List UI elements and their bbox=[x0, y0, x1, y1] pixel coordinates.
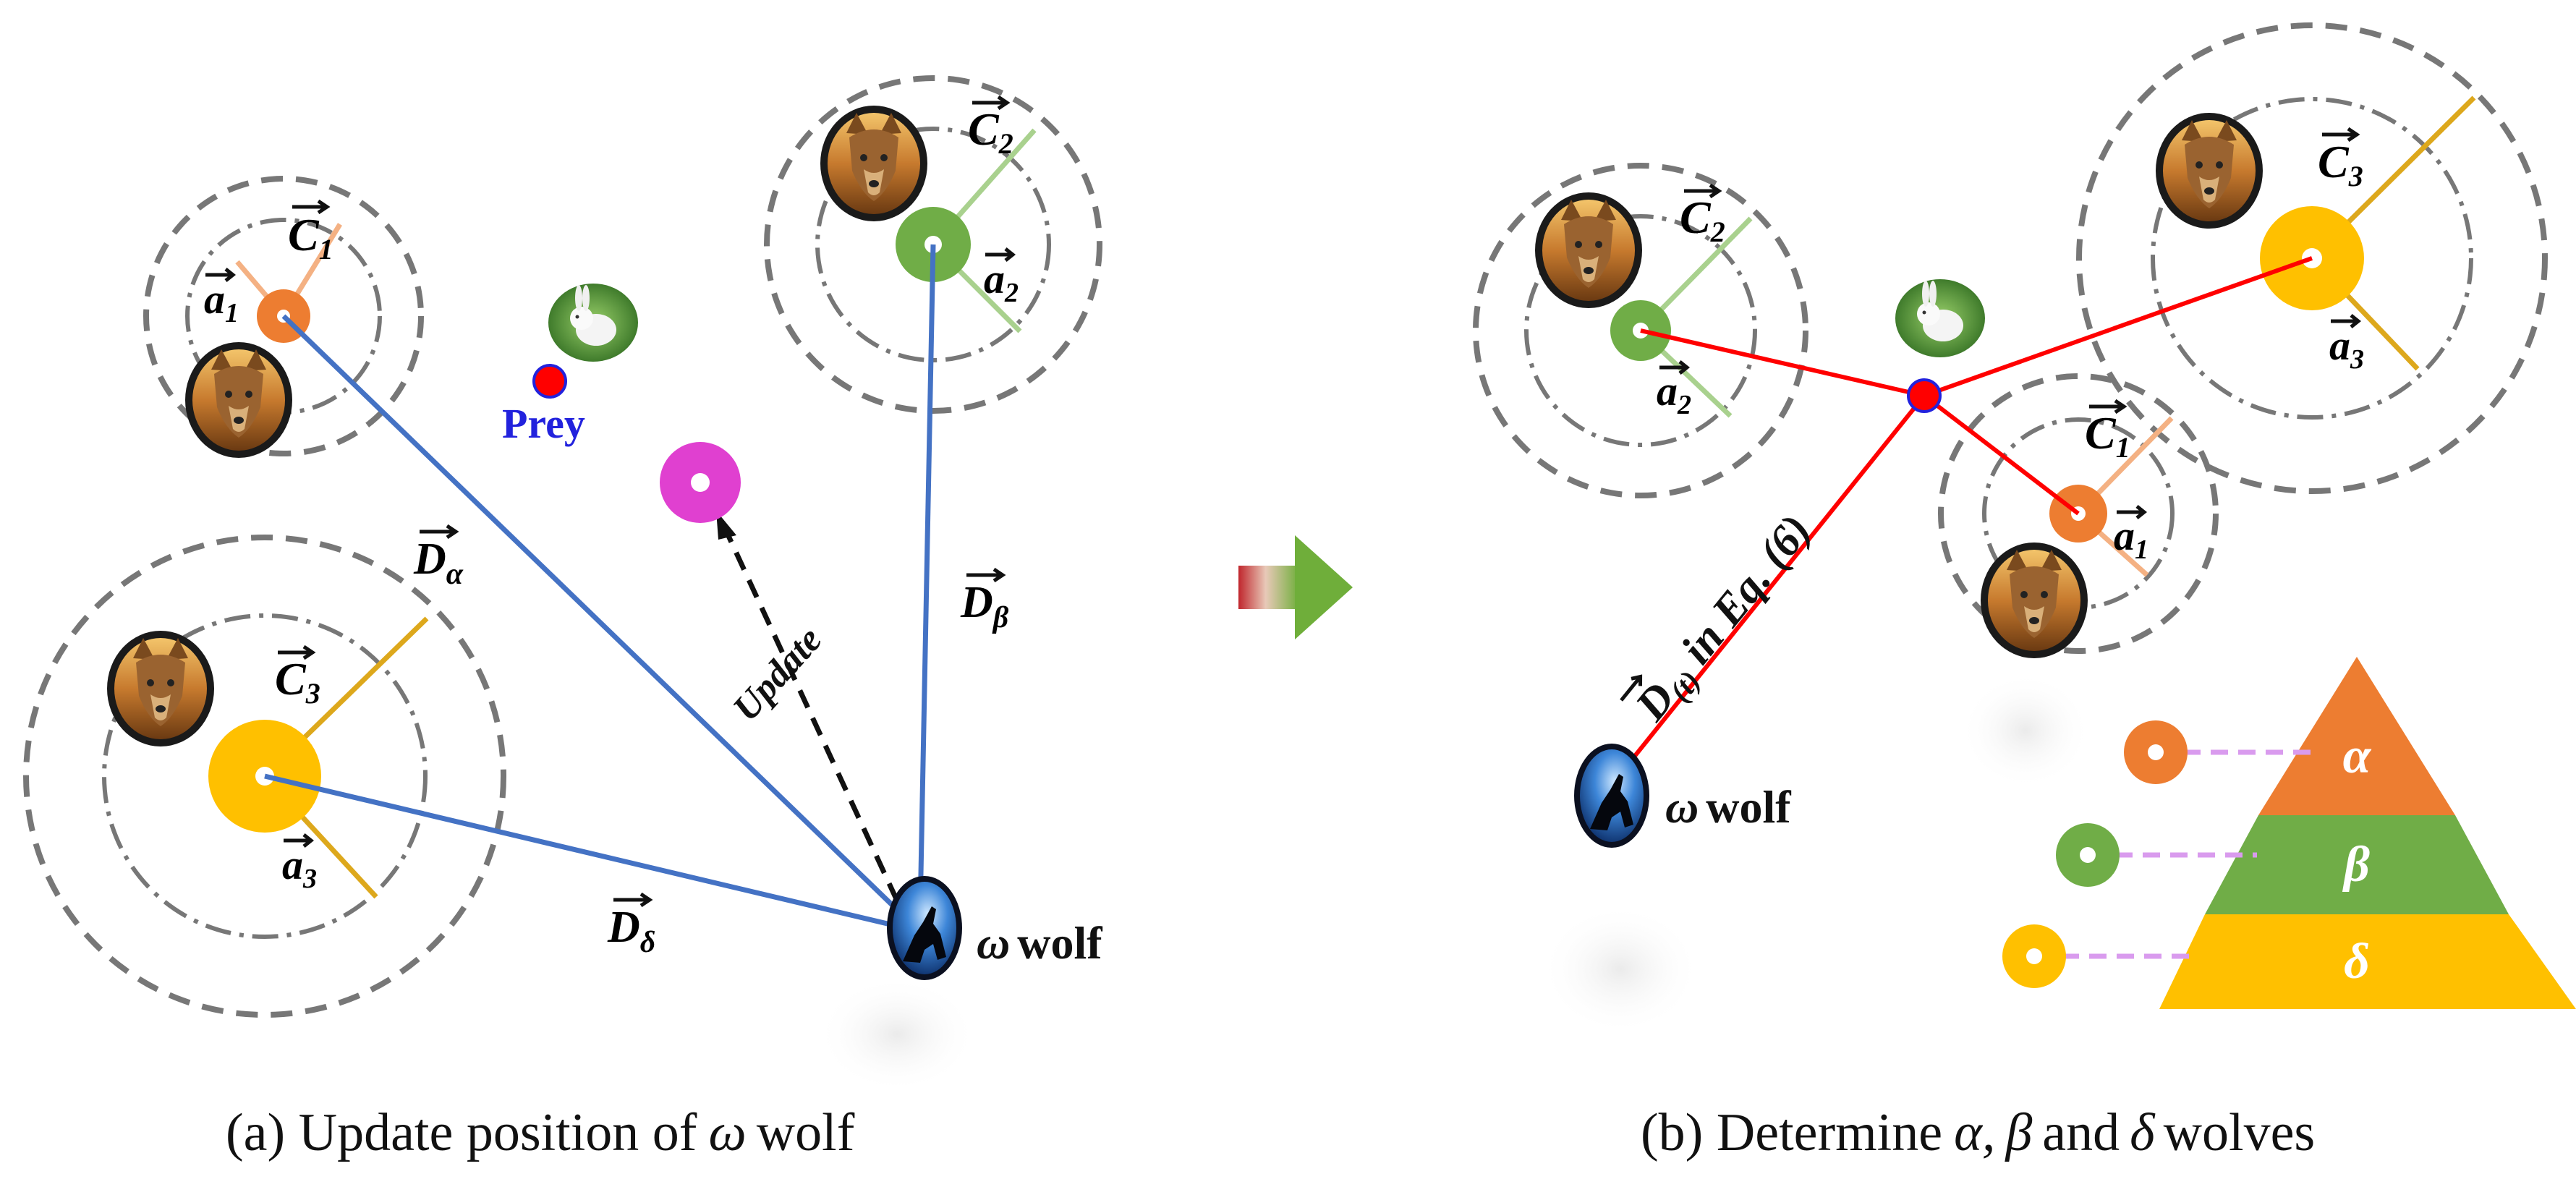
pyramid-tier-alpha bbox=[2258, 657, 2455, 815]
prey-line-omega bbox=[1624, 394, 1926, 768]
pyramid-tier-beta bbox=[2205, 815, 2509, 914]
beta-outer-circle bbox=[764, 75, 1102, 414]
update-arrow-line bbox=[722, 527, 900, 902]
rabbit-icon bbox=[1895, 279, 1985, 357]
update-label: Update bbox=[726, 619, 830, 729]
d-beta-label: Dβ bbox=[960, 578, 1009, 634]
arrow-right-icon bbox=[1238, 535, 1353, 639]
distance-line-beta bbox=[917, 244, 936, 912]
alpha-outer-circle bbox=[143, 176, 424, 456]
howling-wolf-icon bbox=[1574, 744, 1649, 848]
beta-wolf-cluster-b: C2 a2 bbox=[1473, 163, 1808, 498]
prey-marker bbox=[1907, 378, 1942, 413]
wolf-portrait-icon bbox=[107, 631, 214, 746]
prey-line-delta bbox=[1923, 256, 2313, 398]
distance-label-b: D(t)in Eq. (6) bbox=[1620, 506, 1825, 733]
vector-arrow-glyph bbox=[985, 247, 1016, 262]
shadow-blob bbox=[1960, 673, 2091, 788]
beta-outer-circle bbox=[1473, 163, 1808, 498]
alpha-c-label: C1 bbox=[288, 209, 333, 265]
vector-arrow-glyph bbox=[420, 524, 459, 540]
delta-c-label: C3 bbox=[275, 653, 320, 710]
delta-outer-circle bbox=[2076, 22, 2548, 494]
vector-arrow-glyph bbox=[2331, 314, 2362, 328]
svg-text:D(t)in Eq. (6): D(t)in Eq. (6) bbox=[1625, 506, 1825, 733]
vector-arrow-glyph bbox=[1620, 674, 1643, 702]
delta-a-label: a3 bbox=[2329, 322, 2364, 375]
pyramid-label-beta: β bbox=[2342, 837, 2370, 893]
vector-arrow-glyph bbox=[292, 199, 331, 215]
vector-arrow-glyph bbox=[972, 95, 1011, 111]
prey-line-beta bbox=[1640, 328, 1925, 398]
alpha-outer-circle bbox=[1938, 373, 2219, 654]
distance-line-delta bbox=[264, 773, 906, 931]
delta-c-label: C3 bbox=[2318, 136, 2363, 192]
shadow-blob bbox=[817, 977, 977, 1092]
vector-arrow-glyph bbox=[278, 644, 316, 660]
wolf-portrait-icon bbox=[1981, 543, 2088, 658]
beta-a-label: a2 bbox=[984, 255, 1019, 308]
vector-arrow-glyph bbox=[284, 833, 315, 848]
prey-label: Prey bbox=[502, 400, 585, 447]
wolf-portrait-icon bbox=[2156, 113, 2263, 229]
panel-a: C1 a1 C2 a2 C3 bbox=[23, 75, 1102, 1162]
vector-arrow-glyph bbox=[2322, 127, 2360, 142]
vector-arrow-glyph bbox=[1659, 360, 1691, 375]
legend-marker-dot bbox=[2148, 744, 2164, 760]
delta-outer-circle bbox=[23, 535, 506, 1018]
distance-line-alpha bbox=[281, 314, 912, 924]
vector-arrow-glyph bbox=[2089, 399, 2127, 414]
panel-b: C2 a2 C3 a3 C1 bbox=[1473, 22, 2576, 1162]
shadow-blob bbox=[1541, 904, 1700, 1034]
prey-line-alpha bbox=[1923, 393, 2080, 516]
arrow-body bbox=[1238, 566, 1299, 609]
beta-c-label: C2 bbox=[1680, 192, 1725, 248]
update-arrow-head bbox=[716, 511, 736, 540]
howling-wolf-icon bbox=[887, 876, 962, 980]
hierarchy-pyramid: α β δ bbox=[2159, 657, 2576, 1009]
alpha-wolf-cluster-b: C1 a1 bbox=[1938, 373, 2219, 658]
d-alpha-label: Dα bbox=[413, 535, 464, 591]
vector-arrow-glyph bbox=[613, 892, 653, 908]
pyramid-label-delta: δ bbox=[2344, 934, 2370, 990]
arrow-head bbox=[1295, 535, 1353, 639]
pyramid-label-alpha: α bbox=[2343, 728, 2372, 784]
delta-inner-circle bbox=[102, 613, 428, 939]
beta-inner-circle bbox=[1524, 214, 1757, 447]
legend-marker-dot bbox=[2026, 948, 2042, 964]
wolf-portrait-icon bbox=[820, 106, 927, 221]
alpha-a-label: a1 bbox=[2114, 512, 2148, 565]
wolf-portrait-icon bbox=[185, 342, 292, 458]
vector-arrow-glyph bbox=[2117, 505, 2148, 519]
pyramid-tier-delta bbox=[2159, 914, 2576, 1009]
alpha-c-label: C1 bbox=[2085, 407, 2130, 464]
beta-a-label: a2 bbox=[1657, 367, 1691, 420]
prey-marker bbox=[532, 364, 567, 399]
wolf-portrait-icon bbox=[1535, 192, 1642, 308]
alpha-a-label: a1 bbox=[204, 276, 239, 328]
rabbit-icon bbox=[548, 284, 638, 362]
vector-arrow-glyph bbox=[1684, 183, 1722, 199]
beta-c-label: C2 bbox=[968, 103, 1013, 160]
d-delta-label: Dδ bbox=[607, 903, 655, 959]
vector-arrow-glyph bbox=[966, 567, 1006, 583]
delta-inner-circle bbox=[2151, 97, 2473, 420]
legend-marker-dot bbox=[2080, 847, 2096, 863]
candidate-marker-dot bbox=[691, 473, 710, 492]
vector-arrow-glyph bbox=[205, 268, 237, 282]
delta-a-label: a3 bbox=[282, 841, 317, 894]
